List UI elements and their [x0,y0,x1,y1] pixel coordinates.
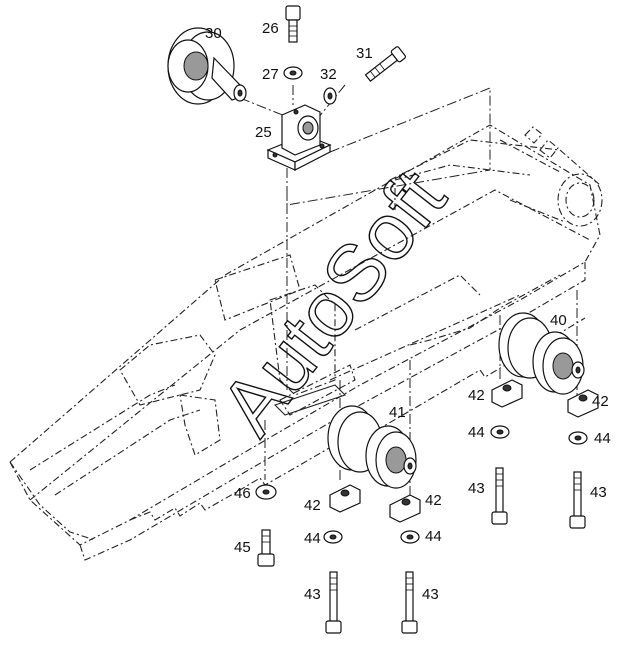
watermark-text: AutoSoft [203,154,462,451]
track-roller-40-icon [498,312,585,395]
clamp-42b-icon [389,494,421,523]
bolt-43b-icon [401,571,418,634]
clamp-42d-icon [567,389,599,418]
label-32: 32 [320,66,337,83]
label-40: 40 [550,312,567,329]
bolt-26-icon [285,5,301,43]
label-41: 41 [389,404,406,421]
bracket-25-icon [266,104,332,171]
label-42-c: 42 [468,387,485,404]
label-25: 25 [255,124,272,141]
label-30: 30 [205,25,222,42]
washer-44a-icon [323,530,343,544]
label-43-d: 43 [590,484,607,501]
bolt-31-icon [364,46,406,82]
label-44-b: 44 [425,528,442,545]
washer-32-icon [323,87,337,105]
label-46: 46 [234,485,251,502]
clamp-42a-icon [329,484,361,513]
label-42-a: 42 [304,497,321,514]
label-44-a: 44 [304,530,321,547]
washer-44c-icon [490,425,510,439]
track-frame [9,124,603,561]
carrier-roller-30-icon [167,27,247,105]
label-44-c: 44 [468,424,485,441]
bolt-43a-icon [325,571,342,634]
track-roller-41-icon [327,405,417,489]
label-26: 26 [262,20,279,37]
label-42-d: 42 [592,393,609,410]
part-labels: 30 26 27 31 32 25 40 41 42 42 42 42 44 4… [205,20,611,603]
washer-44b-icon [400,530,420,544]
label-43-b: 43 [422,586,439,603]
washer-27-icon [283,66,303,80]
label-27: 27 [262,66,279,83]
label-43-a: 43 [304,586,321,603]
label-31: 31 [356,45,373,62]
label-44-d: 44 [594,430,611,447]
label-43-c: 43 [468,480,485,497]
bolt-43c-icon [491,467,508,525]
clamp-42c-icon [491,379,523,408]
bolt-43d-icon [569,471,586,529]
washer-46-icon [255,484,277,500]
bolt-45-icon [257,529,275,567]
washer-44d-icon [568,431,588,445]
label-45: 45 [234,539,251,556]
label-42-b: 42 [425,492,442,509]
